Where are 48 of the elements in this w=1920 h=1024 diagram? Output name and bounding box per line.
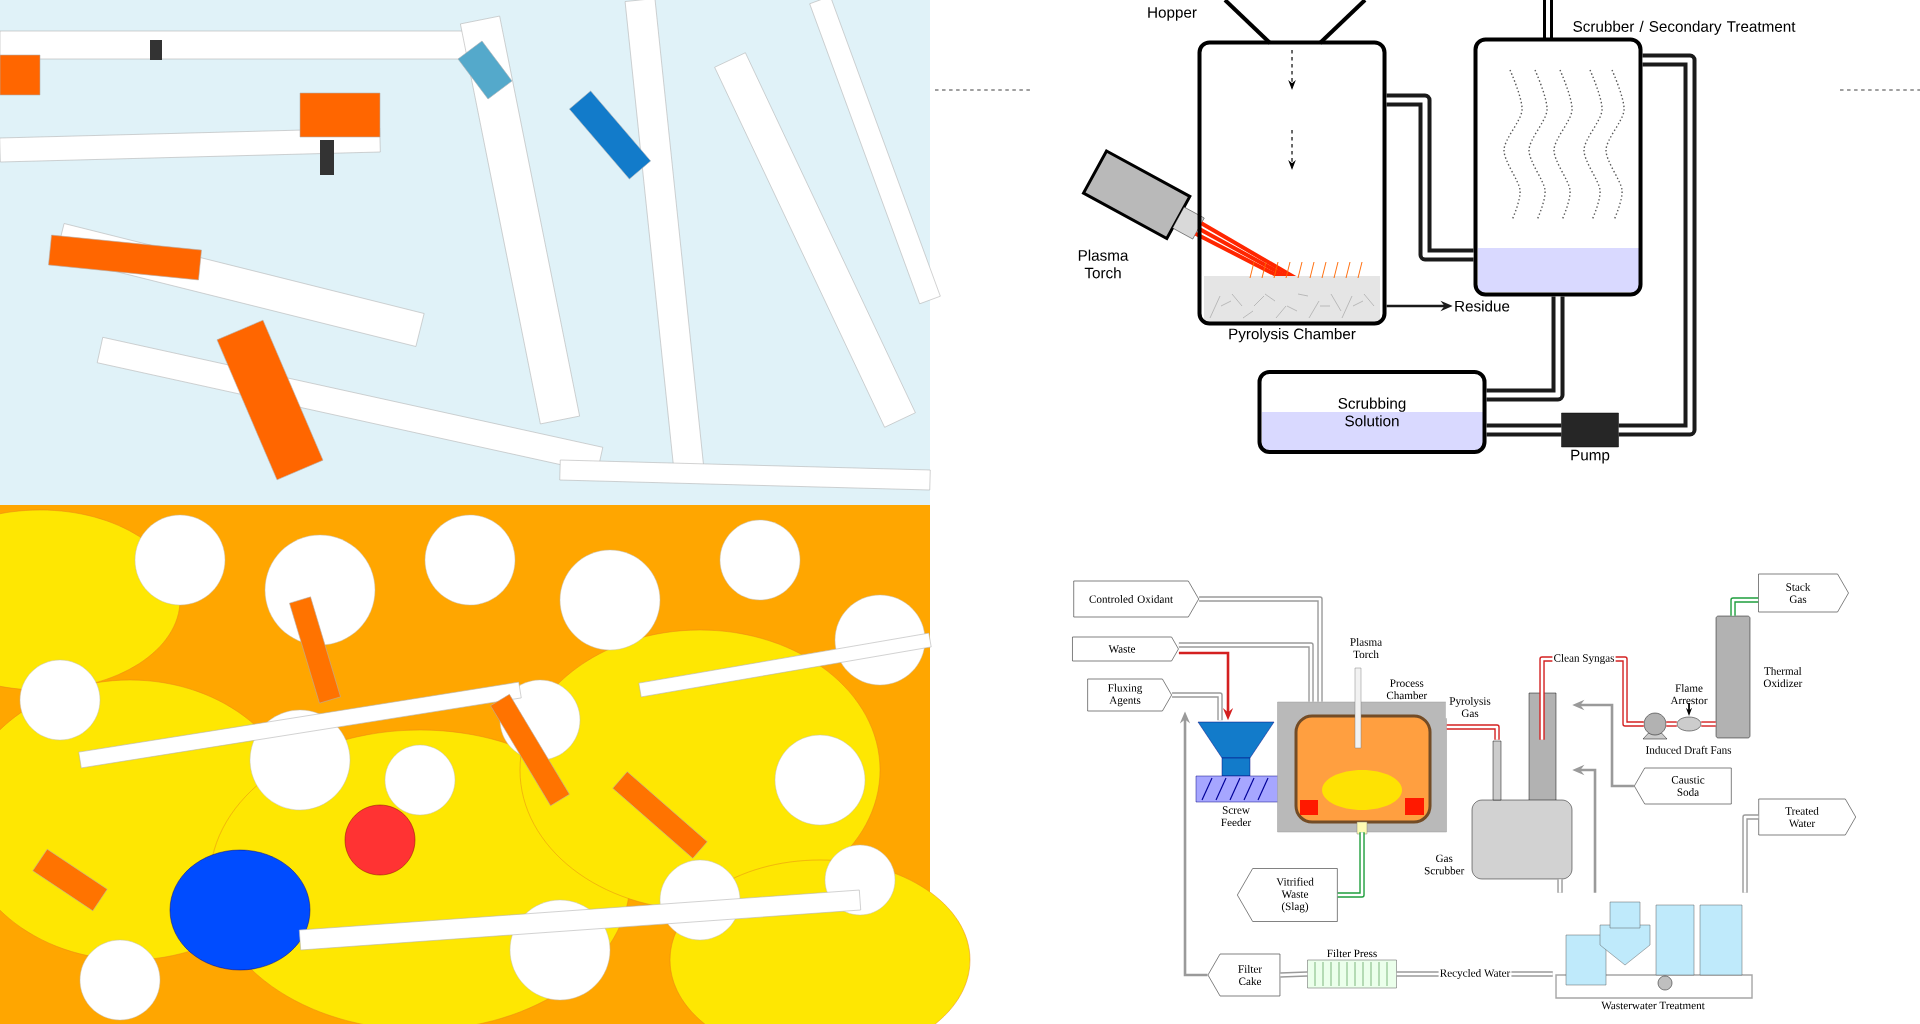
pipe [1666, 721, 1677, 727]
input-tag: Fluxing Agents [1087, 678, 1172, 712]
node-label: Process Chamber [1386, 679, 1428, 700]
outlet-label: Residue [1455, 300, 1510, 312]
solution-tank: Scrubbing Solution [1257, 370, 1487, 454]
pipe [1486, 296, 1565, 402]
pipe [1742, 814, 1759, 893]
pipe [1730, 597, 1759, 616]
output-tag: Vitrified Waste (Slag) [1237, 868, 1338, 922]
output-tag: Stack Gas [1758, 573, 1849, 613]
output-tag: Treated Water [1758, 798, 1857, 836]
pipe [1557, 879, 1563, 893]
pipe [1280, 971, 1308, 978]
node-label: Scrubber / Secondary Treatment [1573, 20, 1796, 35]
input-tag: Controled Oxidant [1073, 580, 1200, 618]
pyrolysis-chamber: Pyrolysis Chamber [1197, 0, 1387, 343]
input-tag: Caustic Soda [1633, 767, 1732, 805]
pump: Pump [1561, 412, 1619, 464]
pipe [1172, 692, 1223, 721]
pipe [1337, 832, 1365, 898]
node-label: Pump [1571, 449, 1610, 464]
wastewater-plant: Wasterwater Treatment [1555, 901, 1753, 1010]
part-label: Plasma Torch [1350, 637, 1382, 659]
part-label: Hopper [1148, 7, 1197, 21]
pipe [1178, 642, 1314, 702]
edge-label: Clean Syngas [1552, 652, 1616, 666]
node-label: Filter Press [1327, 949, 1377, 958]
pipe [1486, 423, 1562, 437]
node-label: Induced Draft Fans [1646, 745, 1732, 754]
filter-press: Filter Press [1307, 949, 1397, 989]
node-label: Gas Scrubber [1424, 854, 1465, 875]
part-label: Plasma Torch [1078, 249, 1129, 279]
node-label: Flame Arrestor [1670, 684, 1708, 705]
pipe [1386, 93, 1474, 262]
node-label: Pyrolysis Chamber [1229, 328, 1356, 343]
input-tag: Waste [1072, 636, 1179, 662]
scrubber-tank: Scrubber / Secondary Treatment [1473, 0, 1796, 297]
node-label: Screw Feeder [1221, 806, 1252, 827]
node-label: Wasterwater Treatment [1601, 1001, 1705, 1010]
edge-label: Recycled Water [1438, 967, 1512, 981]
edge-label: Pyrolysis Gas [1445, 695, 1495, 719]
pipe [1199, 596, 1323, 702]
pipe [1446, 724, 1500, 740]
output-tag: Filter Cake [1207, 953, 1281, 997]
pipe [1618, 53, 1697, 437]
pipe [1701, 721, 1716, 727]
node-label: Thermal Oxidizer [1763, 666, 1803, 688]
process-chamber: Process Chamber [1277, 667, 1447, 835]
